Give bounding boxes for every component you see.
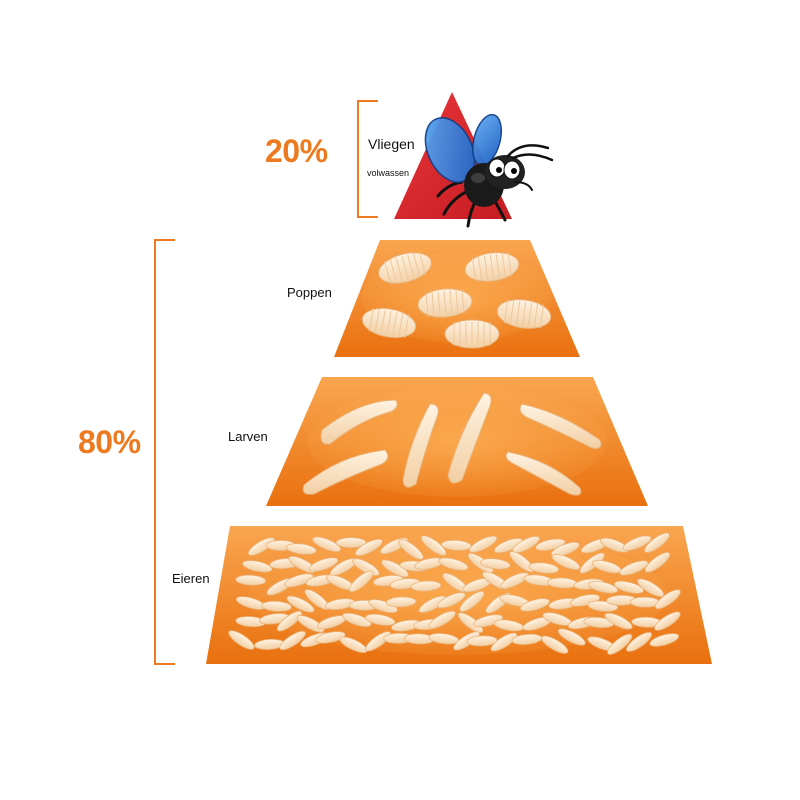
pupa-icon <box>444 319 500 349</box>
egg-icon <box>619 560 649 576</box>
egg-icon <box>469 535 498 553</box>
egg-icon <box>398 539 424 560</box>
larva-icons <box>302 392 602 496</box>
larva-icon <box>320 399 398 445</box>
egg-icon <box>235 574 267 586</box>
egg-icon <box>365 613 396 626</box>
egg-icon <box>420 535 447 556</box>
egg-icon <box>541 635 569 654</box>
adult-subtitle: volwassen <box>367 168 410 178</box>
larva-icon <box>302 449 389 495</box>
egg-icon <box>276 610 303 632</box>
bracket-adult <box>357 100 378 218</box>
egg-icon <box>279 630 306 651</box>
egg-icon <box>490 632 518 652</box>
egg-icon <box>519 598 550 612</box>
egg-icon <box>284 573 314 588</box>
pupa-icon <box>417 288 473 318</box>
egg-icon <box>247 537 275 556</box>
egg-icon <box>381 559 409 578</box>
larva-icon <box>402 403 439 488</box>
egg-icon <box>437 592 466 609</box>
egg-icon <box>607 633 633 655</box>
egg-icon <box>342 612 372 628</box>
egg-icon <box>626 631 653 652</box>
egg-icon <box>604 612 633 630</box>
egg-icon <box>473 614 504 628</box>
fly-icon <box>424 113 554 228</box>
egg-icon <box>654 611 681 631</box>
pupa-icons <box>361 251 552 349</box>
egg-icon <box>644 532 670 553</box>
larva-icon <box>505 451 582 496</box>
egg-icon <box>493 538 523 554</box>
egg-icon <box>315 631 346 644</box>
egg-icon <box>466 635 498 647</box>
egg-icon <box>459 591 485 612</box>
tier-label-eggs: Eieren <box>172 571 210 586</box>
egg-icon <box>335 537 367 549</box>
pupa-icon <box>496 299 552 329</box>
egg-icons <box>228 532 681 655</box>
egg-icon <box>385 596 417 608</box>
egg-icon <box>588 580 619 594</box>
egg-icon <box>348 570 374 593</box>
larva-icon <box>519 403 602 449</box>
egg-icon <box>509 551 535 573</box>
egg-icon <box>613 580 644 594</box>
egg-icon <box>228 630 255 650</box>
pupa-icon <box>361 307 417 339</box>
egg-icon <box>457 612 484 634</box>
egg-icon <box>438 557 469 571</box>
egg-icon <box>261 600 292 612</box>
egg-icon <box>528 562 560 574</box>
egg-icon <box>296 615 325 633</box>
pupa-icon <box>464 252 520 282</box>
egg-icon <box>550 541 580 557</box>
tier-label-larvae: Larven <box>228 429 268 444</box>
egg-icon <box>557 628 586 646</box>
egg-icon <box>286 595 315 613</box>
larva-icon <box>447 392 492 484</box>
immature-percent: 80% <box>78 424 141 460</box>
egg-icon <box>309 557 339 572</box>
egg-icon <box>551 554 581 570</box>
egg-icon <box>649 633 680 647</box>
egg-icon <box>286 543 317 555</box>
egg-icon <box>312 536 341 553</box>
egg-icon <box>479 558 511 570</box>
egg-icon <box>368 599 398 614</box>
adult-percent: 20% <box>265 133 328 169</box>
egg-icon <box>644 552 671 573</box>
egg-icon <box>242 560 273 573</box>
egg-icon <box>410 580 442 592</box>
egg-icon <box>622 535 652 551</box>
egg-icon <box>500 572 529 589</box>
egg-icon <box>453 631 480 651</box>
pupa-icon <box>378 251 432 285</box>
egg-icon <box>636 578 665 597</box>
tier-label-pupae: Poppen <box>287 285 332 300</box>
adult-title: Vliegen <box>368 136 415 152</box>
egg-icon <box>654 589 681 610</box>
bracket-immature <box>154 239 175 665</box>
egg-icon <box>354 538 383 557</box>
egg-icon <box>428 610 456 629</box>
